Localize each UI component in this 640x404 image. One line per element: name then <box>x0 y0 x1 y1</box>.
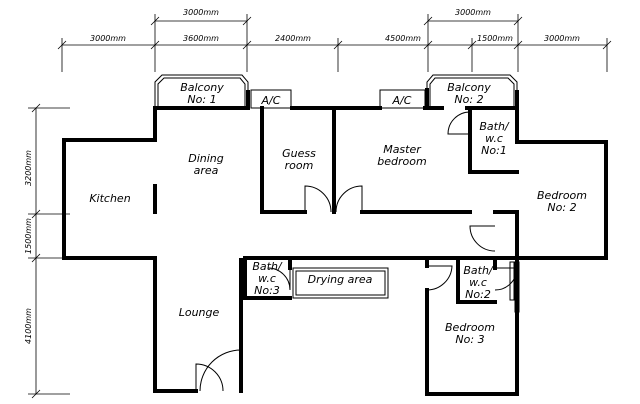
dim-top-4: 4500mm <box>385 34 421 43</box>
dimension-lines-top <box>57 14 612 72</box>
label-master-line1: Master <box>383 143 422 156</box>
label-bedroom-3-line1: Bedroom <box>445 321 495 334</box>
label-kitchen: Kitchen <box>89 192 130 205</box>
label-guest-line2: room <box>285 159 314 172</box>
label-bath-2-line2: w.c <box>469 276 487 289</box>
label-balcony-1-line2: No: 1 <box>187 93 216 106</box>
dim-top-6: 3000mm <box>544 34 580 43</box>
balcony-1-outline <box>154 74 249 108</box>
balcony-2-outline <box>426 74 518 108</box>
label-balcony-2-line1: Balcony <box>447 81 491 94</box>
label-bath-1-line2: w.c <box>485 132 503 145</box>
label-ac-2: A/C <box>392 94 412 107</box>
dim-top-3: 2400mm <box>275 34 311 43</box>
dim-left-3: 4100mm <box>24 308 33 344</box>
dimension-lines-left <box>28 103 70 399</box>
dim-left-2: 1500mm <box>24 218 33 254</box>
label-bath-1-line3: No:1 <box>481 144 507 157</box>
doors <box>195 111 520 392</box>
label-dining-line2: area <box>194 164 219 177</box>
label-ac-1: A/C <box>261 94 281 107</box>
dim-top-2: 3600mm <box>183 34 219 43</box>
ac-unit-1 <box>250 89 292 109</box>
room-balcony-1: Balcony No: 1 <box>180 81 224 106</box>
room-bedroom-3: Bedroom No: 3 <box>445 321 495 346</box>
label-bath-3-line3: No:3 <box>254 284 280 297</box>
label-bath-3-line2: w.c <box>258 272 276 285</box>
label-bath-1-line1: Bath/ <box>479 120 510 133</box>
label-master-line2: bedroom <box>377 155 426 168</box>
room-guest: Guess room <box>282 147 316 172</box>
dim-left-1: 3200mm <box>24 150 33 186</box>
label-bath-2-line1: Bath/ <box>463 264 494 277</box>
drying-area-outline <box>292 267 389 299</box>
label-balcony-2-line2: No: 2 <box>454 93 483 106</box>
dim-top-5: 1500mm <box>477 34 513 43</box>
label-drying-area: Drying area <box>308 273 373 286</box>
dim-upper-right: 3000mm <box>455 8 491 17</box>
label-bedroom-2-line1: Bedroom <box>537 189 587 202</box>
room-bedroom-2: Bedroom No: 2 <box>537 189 587 214</box>
dim-upper-left: 3000mm <box>183 8 219 17</box>
room-bath-2: Bath/ w.c No:2 <box>463 264 494 301</box>
label-bath-3-line1: Bath/ <box>252 260 283 273</box>
label-bedroom-2-line2: No: 2 <box>547 201 576 214</box>
label-dining-line1: Dining <box>188 152 224 165</box>
room-bath-3: Bath/ w.c No:3 <box>252 260 283 297</box>
drying-area-inner <box>295 270 386 296</box>
dim-top-1: 3000mm <box>90 34 126 43</box>
room-master: Master bedroom <box>377 143 426 168</box>
walls <box>62 88 608 396</box>
label-bedroom-3-line2: No: 3 <box>455 333 484 346</box>
label-lounge: Lounge <box>179 306 220 319</box>
label-balcony-1-line1: Balcony <box>180 81 224 94</box>
room-dining: Dining area <box>188 152 224 177</box>
room-bath-1: Bath/ w.c No:1 <box>479 120 510 157</box>
room-balcony-2: Balcony No: 2 <box>447 81 491 106</box>
label-guest-line1: Guess <box>282 147 316 160</box>
label-bath-2-line3: No:2 <box>465 288 491 301</box>
